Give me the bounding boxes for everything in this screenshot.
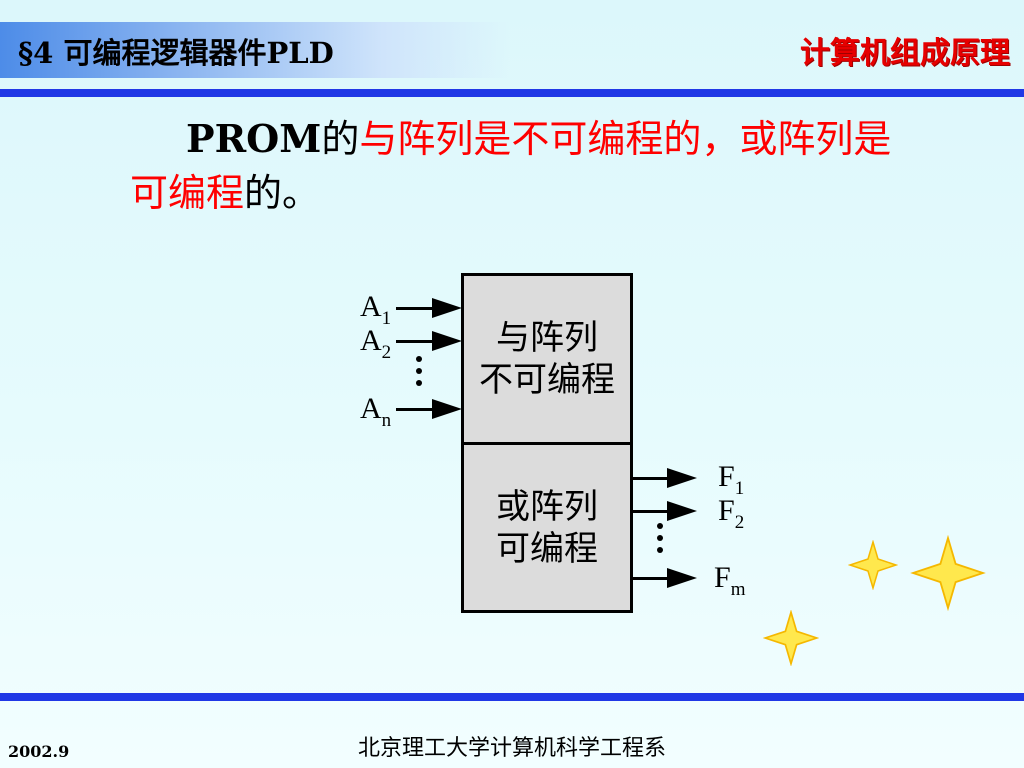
- input-label-an: An: [360, 392, 392, 431]
- output-label-f2: F2: [718, 494, 745, 533]
- or-array-box: 或阵列 可编程: [461, 442, 633, 613]
- and-array-box: 与阵列 不可编程: [461, 273, 633, 445]
- output-label-fm: Fm: [714, 561, 746, 600]
- output-ellipsis: [657, 523, 663, 559]
- top-divider: [0, 89, 1024, 97]
- and-array-label-2: 不可编程: [479, 360, 615, 400]
- input-arrow-2-head: [432, 331, 462, 351]
- body-text-part3: 的。: [244, 171, 321, 215]
- input-arrow-n-head: [432, 399, 462, 419]
- input-arrow-1-line: [396, 307, 434, 310]
- bottom-divider: [0, 693, 1024, 701]
- body-text-highlight: 与阵列是不可编程的，或阵列是可编程: [130, 117, 892, 215]
- output-arrow-2-head: [667, 501, 697, 521]
- star-icon-large: [910, 535, 986, 611]
- output-arrow-m-line: [633, 577, 669, 580]
- footer-date: 2002.9: [8, 742, 70, 761]
- footer-organization: 北京理工大学计算机科学工程系: [357, 736, 666, 761]
- input-arrow-1-head: [432, 298, 462, 318]
- input-label-a2: A2: [360, 324, 392, 363]
- input-label-a1: A1: [360, 290, 392, 329]
- course-title: 计算机组成原理: [800, 36, 1010, 71]
- output-arrow-1-line: [633, 477, 669, 480]
- output-arrow-1-head: [667, 468, 697, 488]
- output-label-f1: F1: [718, 460, 745, 499]
- input-arrow-n-line: [396, 408, 434, 411]
- prom-term: PROM: [186, 116, 322, 161]
- input-arrow-2-line: [396, 340, 434, 343]
- or-array-label-1: 或阵列: [496, 486, 598, 527]
- star-icon: [848, 540, 898, 590]
- section-title: §4 可编程逻辑器件PLD: [18, 36, 334, 70]
- or-array-label-2: 可编程: [496, 528, 598, 569]
- and-array-label-1: 与阵列: [496, 318, 598, 358]
- body-paragraph: PROM的与阵列是不可编程的，或阵列是可编程的。: [130, 112, 920, 220]
- star-icon-small: [763, 610, 819, 666]
- body-text-part1: 的: [321, 117, 360, 161]
- output-arrow-m-head: [667, 568, 697, 588]
- header-band: [0, 22, 510, 78]
- output-arrow-2-line: [633, 510, 669, 513]
- input-ellipsis: [416, 356, 422, 392]
